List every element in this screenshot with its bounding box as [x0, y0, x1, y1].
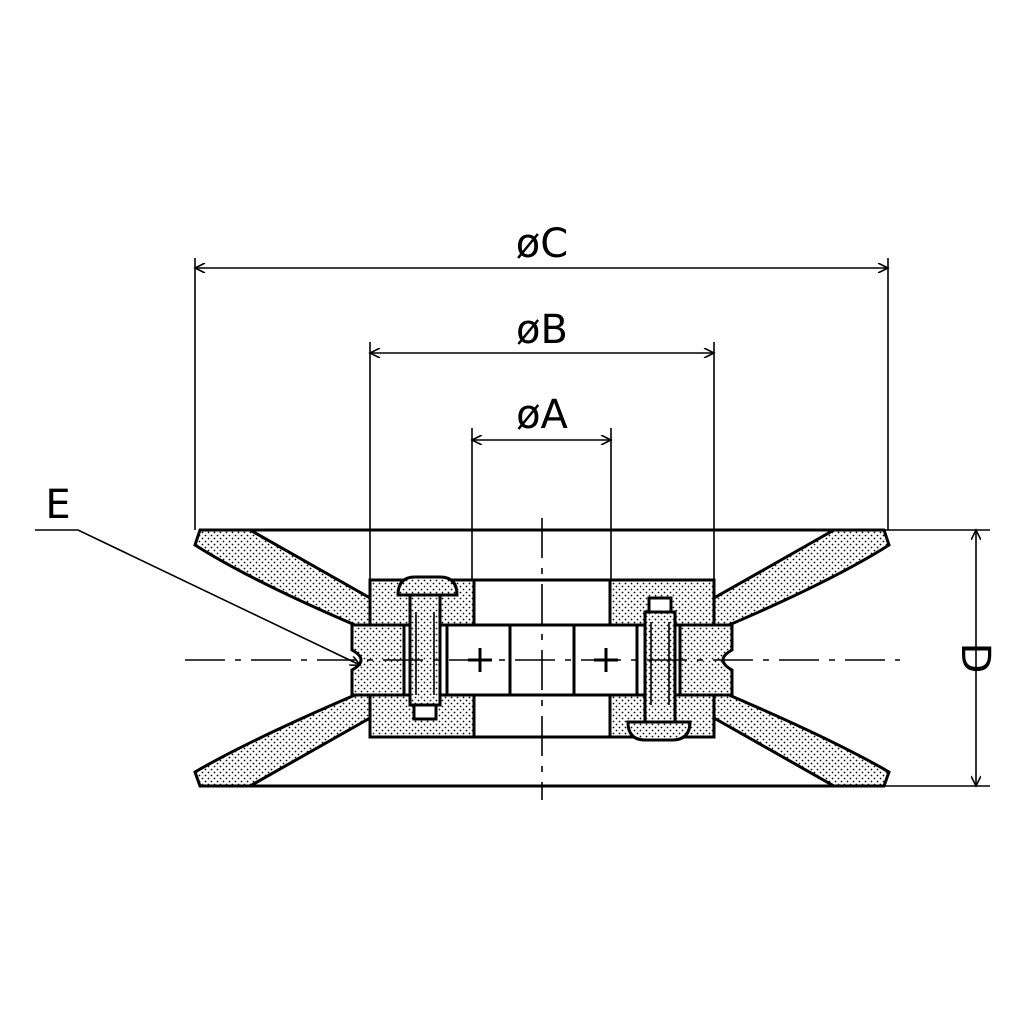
right-bolt-shank	[643, 610, 677, 724]
left-bolt-head	[396, 575, 459, 597]
label-pitch-diameter: øB	[516, 307, 568, 353]
left-lower-flange	[193, 693, 372, 788]
pulley-left-half	[193, 528, 476, 788]
label-outer-diameter: øC	[516, 221, 568, 267]
left-upper-flange	[193, 528, 372, 627]
right-upper-flange	[712, 528, 891, 627]
label-width: D	[952, 643, 998, 674]
groove-leader-line	[35, 529, 360, 665]
pulley-right-half	[608, 528, 891, 788]
left-bolt-shank	[408, 593, 442, 707]
left-bolt-tip	[412, 703, 438, 721]
extension-lines	[194, 258, 990, 787]
right-groove-ring	[678, 623, 734, 697]
right-bolt-head	[626, 720, 692, 742]
label-groove: E	[45, 482, 70, 528]
right-lower-flange	[712, 693, 891, 788]
label-bore-diameter: øA	[516, 392, 568, 438]
right-bolt-tip	[647, 596, 673, 614]
